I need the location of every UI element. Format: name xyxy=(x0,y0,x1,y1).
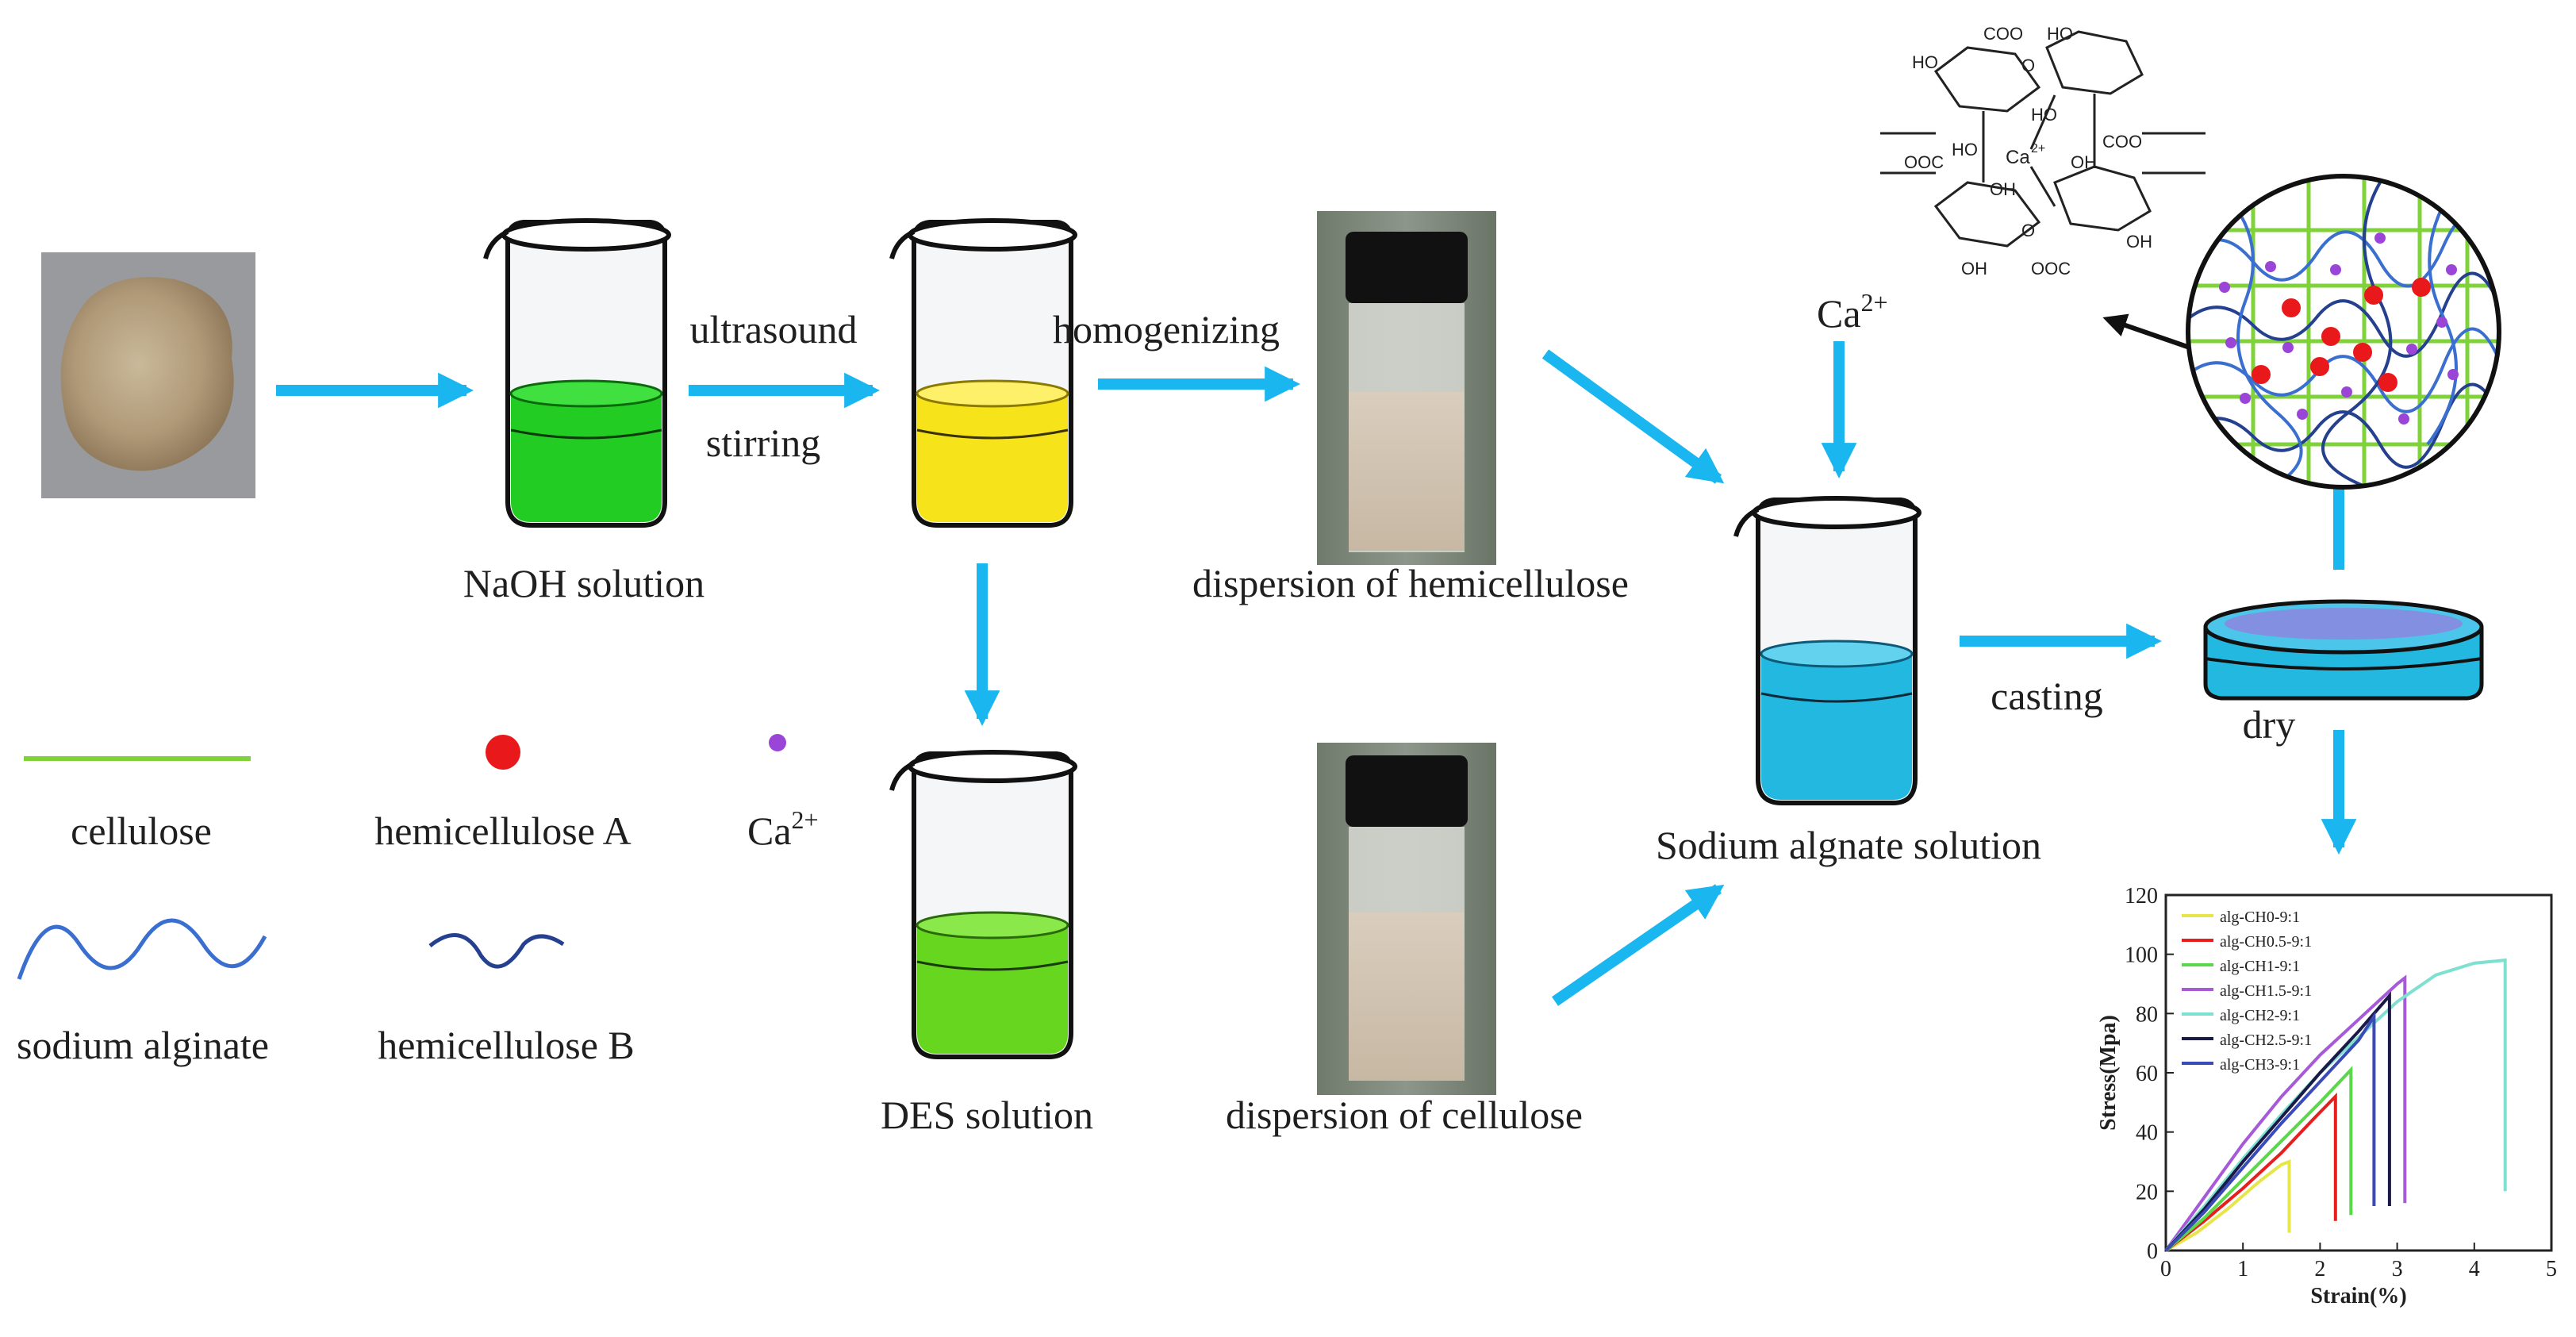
svg-text:OH: OH xyxy=(1990,179,2016,199)
y-axis-label: Stress(Mpa) xyxy=(2096,1015,2121,1131)
series-line xyxy=(2164,991,2391,1252)
homogenizing-label: homogenizing xyxy=(1053,307,1280,352)
x-tick-label: 3 xyxy=(2392,1257,2403,1281)
y-tick-label: 60 xyxy=(2136,1062,2158,1086)
dry-label: dry xyxy=(2243,702,2296,747)
sodium-alginate-label: Sodium algnate solution xyxy=(1656,823,2041,867)
x-tick-label: 5 xyxy=(2546,1257,2557,1281)
svg-text:O: O xyxy=(2021,221,2035,240)
svg-text:HO: HO xyxy=(1912,52,1938,72)
casting-label: casting xyxy=(1991,674,2103,718)
legend-cellulose-label: cellulose xyxy=(71,809,212,853)
des-beaker xyxy=(892,752,1075,1057)
ultrasound-label: ultrasound xyxy=(689,307,857,352)
legend-entry: alg-CH1.5-9:1 xyxy=(2220,982,2312,1000)
hemicellulose-a-dots xyxy=(2252,278,2431,392)
svg-text:HO: HO xyxy=(2031,105,2057,125)
svg-text:OOC: OOC xyxy=(2031,259,2071,279)
hemicellulose-a-dot-swatch xyxy=(486,735,520,770)
svg-text:OOC: OOC xyxy=(1904,152,1944,172)
x-tick-label: 0 xyxy=(2160,1257,2171,1281)
svg-text:COO: COO xyxy=(1983,24,2023,44)
svg-text:2+: 2+ xyxy=(2031,142,2045,156)
legend-entry: alg-CH1-9:1 xyxy=(2220,958,2300,975)
structure-labels: COO HO HO HO HO COO OOC Ca 2+ OH OH OH O… xyxy=(1904,24,2152,279)
hemicellulose-vial-photo xyxy=(1317,211,1496,565)
calcium-dot-swatch xyxy=(769,734,786,751)
x-tick-label: 4 xyxy=(2469,1257,2480,1281)
series-line xyxy=(2164,1011,2376,1252)
svg-text:O: O xyxy=(2021,56,2035,75)
hemicellulose-dispersion-label: dispersion of hemicellulose xyxy=(1192,561,1629,605)
calcium-dots xyxy=(2219,232,2459,425)
raw-material-photo xyxy=(41,252,255,498)
svg-text:Ca: Ca xyxy=(2006,147,2030,168)
network-structure-circle xyxy=(2186,174,2501,490)
hemicellulose-b-wave-swatch xyxy=(428,933,565,969)
y-tick-label: 40 xyxy=(2136,1121,2158,1146)
stirring-label: stirring xyxy=(706,421,820,465)
y-tick-label: 120 xyxy=(2125,884,2158,909)
x-axis-label: Strain(%) xyxy=(2310,1284,2406,1308)
flow-arrows xyxy=(276,341,2357,1006)
zoom-arrow xyxy=(2102,313,2190,350)
series-line xyxy=(2165,1159,2291,1252)
series-line xyxy=(2164,1092,2337,1252)
legend-entry: alg-CH0-9:1 xyxy=(2220,909,2300,926)
y-tick-label: 100 xyxy=(2125,943,2158,968)
des-label: DES solution xyxy=(881,1093,1093,1137)
svg-text:OH: OH xyxy=(2071,152,2097,172)
legend-entry: alg-CH2-9:1 xyxy=(2220,1007,2300,1024)
svg-text:OH: OH xyxy=(1961,259,1987,279)
sodium-alginate-beaker xyxy=(1736,498,1919,803)
series-line xyxy=(2164,958,2507,1252)
stirred-beaker xyxy=(892,221,1075,525)
y-tick-label: 0 xyxy=(2147,1239,2158,1264)
legend: cellulose hemicellulose A Ca2+ sodium al… xyxy=(17,734,819,1067)
svg-text:HO: HO xyxy=(1952,140,1978,159)
svg-text:OH: OH xyxy=(2126,232,2152,252)
calcium-input-label: Ca2+ xyxy=(1817,288,1888,336)
legend-hemicellulose-a-label: hemicellulose A xyxy=(374,809,632,853)
x-tick-label: 2 xyxy=(2314,1257,2325,1281)
series-line xyxy=(2164,1066,2353,1252)
legend-sodium-alginate-label: sodium alginate xyxy=(17,1023,269,1067)
svg-text:COO: COO xyxy=(2102,132,2142,152)
y-tick-label: 20 xyxy=(2136,1180,2158,1204)
legend-calcium-label: Ca2+ xyxy=(747,805,819,853)
network-mesh xyxy=(2188,176,2499,487)
legend-hemicellulose-b-label: hemicellulose B xyxy=(378,1023,635,1067)
y-tick-label: 80 xyxy=(2136,1002,2158,1027)
sodium-alginate-wave-swatch xyxy=(17,918,267,980)
svg-text:HO: HO xyxy=(2047,24,2073,44)
x-tick-label: 1 xyxy=(2237,1257,2248,1281)
petri-dish xyxy=(2203,599,2484,701)
egg-box-structure xyxy=(1880,30,2206,248)
series-line xyxy=(2164,974,2407,1252)
naoh-label: NaOH solution xyxy=(463,561,704,605)
naoh-beaker xyxy=(486,221,669,525)
cellulose-vial-photo xyxy=(1317,743,1496,1095)
legend-entry: alg-CH3-9:1 xyxy=(2220,1056,2300,1074)
legend-entry: alg-CH0.5-9:1 xyxy=(2220,933,2312,951)
legend-entry: alg-CH2.5-9:1 xyxy=(2220,1032,2312,1049)
cellulose-dispersion-label: dispersion of cellulose xyxy=(1226,1093,1583,1137)
